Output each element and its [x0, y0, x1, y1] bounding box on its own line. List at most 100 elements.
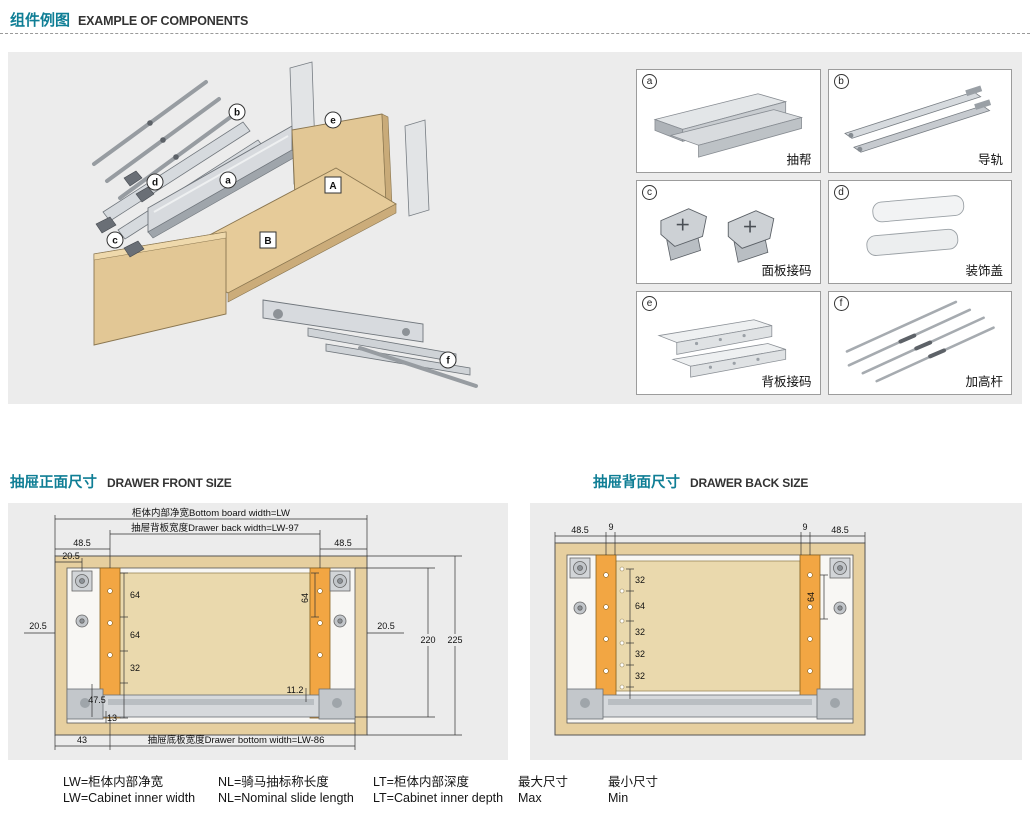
dim-label-top-width: 柜体内部净宽Bottom board width=LW: [132, 507, 290, 519]
legend-lw-cn: LW=柜体内部净宽: [63, 775, 164, 789]
exploded-view-diagram: b e d a c f A B: [92, 61, 478, 388]
dim-64-a: 64: [130, 590, 140, 600]
dim-13: 13: [107, 713, 117, 723]
gallery-rod-2: [358, 346, 478, 388]
exploded-labels: b e d a c f A B: [106, 103, 457, 369]
component-label-a: 抽帮: [786, 153, 812, 167]
dim-mask-225: [441, 634, 469, 646]
dim-64-b: 64: [130, 630, 140, 640]
dim-32-c: 32: [635, 649, 645, 659]
letter-badge-b: b: [833, 74, 849, 89]
legend-min-cn: 最小尺寸: [608, 775, 659, 789]
svg-text:c: c: [112, 236, 118, 247]
dim-32: 32: [130, 663, 140, 673]
dim-205-top: 20.5: [62, 551, 80, 561]
dim-485-right: 48.5: [831, 525, 849, 535]
svg-text:A: A: [329, 181, 336, 192]
component-card-d: d 装饰盖: [827, 180, 1012, 284]
drawer-back-assembly: [595, 554, 821, 712]
components-panel: b e d a c f A B a 抽帮: [8, 52, 1022, 404]
label-d: d: [146, 173, 164, 191]
legend-lt-cn: LT=柜体内部深度: [373, 775, 469, 789]
dim-32-a: 32: [635, 575, 645, 585]
gallery-rod-thumbnail: [845, 300, 995, 383]
component-card-c: c 面板接码: [636, 180, 821, 284]
dim-mask-220: [414, 634, 442, 646]
legend-item-min: 最小尺寸 Min: [608, 774, 658, 806]
header-title-cn: 组件例图: [10, 12, 71, 29]
side-connector-rail: [404, 119, 430, 217]
dim-64: 64: [635, 601, 645, 611]
letter-badge-a: a: [642, 74, 657, 89]
label-A: A: [324, 176, 342, 194]
component-label-b: 导轨: [977, 153, 1003, 167]
drawer-side-panel-2: [262, 299, 424, 343]
component-label-d: 装饰盖: [965, 264, 1003, 278]
back-size-drawing: 48.5 9 9 48.5 32 64 32 32 32 64: [554, 522, 866, 736]
component-card-a: a 抽帮: [636, 69, 821, 173]
svg-text:a: a: [225, 176, 231, 187]
legend-lw-en: LW=Cabinet inner width: [63, 791, 196, 805]
dim-64-right: 64: [300, 593, 310, 603]
panel-connectors: [95, 216, 145, 258]
page-header: 组件例图 EXAMPLE OF COMPONENTS: [10, 9, 248, 30]
legend-item-lt: LT=柜体内部深度 LT=Cabinet inner depth: [373, 774, 503, 806]
dim-220: 220: [420, 635, 435, 645]
dim-112: 11.2: [287, 685, 304, 695]
back-size-title-en: DRAWER BACK SIZE: [690, 476, 809, 490]
front-size-title-en: DRAWER FRONT SIZE: [107, 476, 232, 490]
dimension-labels-back: 48.5 9 9 48.5 32 64 32 32 32 64: [571, 522, 849, 681]
drawer-side-thumbnail: [653, 93, 804, 158]
legend-item-max: 最大尺寸 Max: [518, 774, 568, 806]
front-size-title-cn: 抽屉正面尺寸: [10, 475, 97, 491]
legend-max-en: Max: [518, 791, 542, 805]
rod-joints: [147, 120, 179, 160]
back-connector-thumbnail: [657, 319, 787, 378]
back-size-title: 抽屉背面尺寸 DRAWER BACK SIZE: [593, 471, 808, 492]
dimension-labels-front: 柜体内部净宽Bottom board width=LW 抽屉背板宽度Drawer…: [29, 507, 462, 746]
svg-text:e: e: [330, 116, 336, 127]
label-B: B: [259, 231, 277, 249]
label-a: a: [219, 171, 237, 189]
slide-rail-thumbnail: [843, 85, 991, 153]
label-c: c: [106, 231, 124, 249]
dim-9-right: 9: [802, 522, 807, 532]
front-board: [93, 231, 227, 346]
bottom-rail-assembly: [566, 688, 854, 720]
letter-badge-f: f: [833, 296, 849, 311]
letter-badge-c: c: [642, 185, 657, 200]
component-card-b: b 导轨: [827, 69, 1012, 173]
header-divider: [0, 33, 1030, 34]
dim-485-right: 48.5: [334, 538, 352, 548]
legend-nl-cn: NL=骑马抽标称长度: [218, 775, 329, 789]
dim-225: 225: [447, 635, 462, 645]
dim-64-right: 64: [806, 592, 816, 602]
dim-205-left: 20.5: [29, 621, 47, 631]
letter-badge-d: d: [833, 185, 849, 200]
svg-text:b: b: [234, 108, 240, 119]
dim-485-left: 48.5: [571, 525, 589, 535]
dim-9-left: 9: [608, 522, 613, 532]
component-label-e: 背板接码: [761, 375, 812, 389]
label-b: b: [228, 103, 246, 121]
component-card-f: f 加高杆: [827, 291, 1012, 395]
svg-text:f: f: [446, 356, 450, 367]
legend-item-lw: LW=柜体内部净宽 LW=Cabinet inner width: [63, 774, 195, 806]
legend-lt-en: LT=Cabinet inner depth: [373, 791, 504, 805]
header-title-en: EXAMPLE OF COMPONENTS: [78, 14, 249, 28]
dim-43: 43: [77, 735, 87, 745]
dim-label-back-width: 抽屉背板宽度Drawer back width=LW-97: [131, 522, 299, 534]
dim-485-left: 48.5: [73, 538, 91, 548]
front-size-panel: 柜体内部净宽Bottom board width=LW 抽屉背板宽度Drawer…: [8, 503, 508, 760]
dim-32-b: 32: [635, 627, 645, 637]
back-size-title-cn: 抽屉背面尺寸: [593, 475, 680, 491]
label-f: f: [439, 351, 457, 369]
svg-text:d: d: [152, 178, 158, 189]
decor-cover-thumbnail: [865, 195, 964, 256]
component-label-c: 面板接码: [761, 264, 812, 278]
dim-label-bottom-width: 抽屉底板宽度Drawer bottom width=LW-86: [148, 734, 325, 746]
decor-clips: [123, 170, 155, 203]
back-size-panel: 48.5 9 9 48.5 32 64 32 32 32 64: [530, 503, 1022, 760]
component-cards: a 抽帮 b: [636, 69, 1012, 395]
